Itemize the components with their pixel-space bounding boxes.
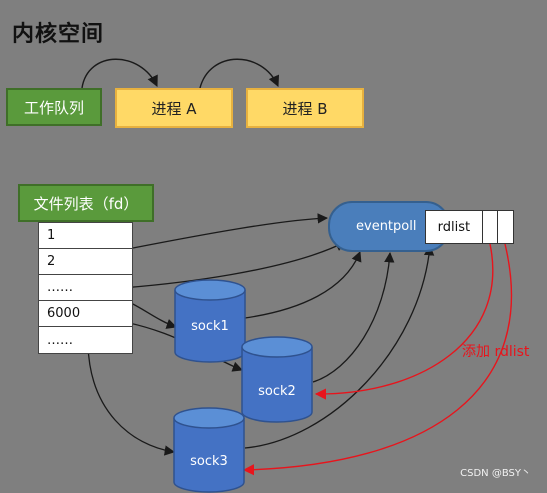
sock3-label: sock3 xyxy=(190,454,228,469)
fd-row: …… xyxy=(39,275,132,301)
fd-table-header: 文件列表（fd） xyxy=(18,184,154,222)
work-queue-box: 工作队列 xyxy=(6,88,102,126)
fd-row: 1 xyxy=(39,223,132,249)
arrow-sock2-to-eventpoll xyxy=(312,251,395,383)
watermark: CSDN @BSY丶 xyxy=(460,468,531,479)
arrow-sock3-to-eventpoll xyxy=(244,244,435,449)
rdlist-label: rdlist xyxy=(426,211,483,243)
arrow-rdlist-to-sock2 xyxy=(314,243,494,400)
fd-row: 2 xyxy=(39,249,132,275)
sock2-label: sock2 xyxy=(258,384,296,399)
sock2-cylinder xyxy=(241,336,313,423)
arrow-process-a-to-process-b xyxy=(199,58,280,89)
fd-row: 6000 xyxy=(39,301,132,327)
arrow-rdlist-to-sock3 xyxy=(242,243,513,476)
arrow-queue-to-process-a xyxy=(81,58,158,89)
eventpoll-label: eventpoll xyxy=(356,219,417,234)
process-a-box: 进程 A xyxy=(115,88,233,128)
process-b-box: 进程 B xyxy=(246,88,364,128)
arrow-sock1-to-eventpoll xyxy=(244,251,362,319)
rdlist-slot xyxy=(498,211,513,243)
rdlist-slot xyxy=(483,211,499,243)
rdlist-queue: rdlist xyxy=(425,210,514,244)
sock3-cylinder xyxy=(173,407,245,493)
arrow-fd-table-to-eventpoll xyxy=(132,213,329,249)
fd-row: …… xyxy=(47,332,73,348)
add-rdlist-annotation: 添加 rdlist xyxy=(462,344,530,360)
sock1-label: sock1 xyxy=(191,319,229,334)
sock1-cylinder xyxy=(174,279,246,363)
arrow-fd-row-to-sock3 xyxy=(87,344,176,456)
page-title: 内核空间 xyxy=(12,22,105,47)
fd-table: 1 2 …… 6000 …… xyxy=(38,222,133,354)
